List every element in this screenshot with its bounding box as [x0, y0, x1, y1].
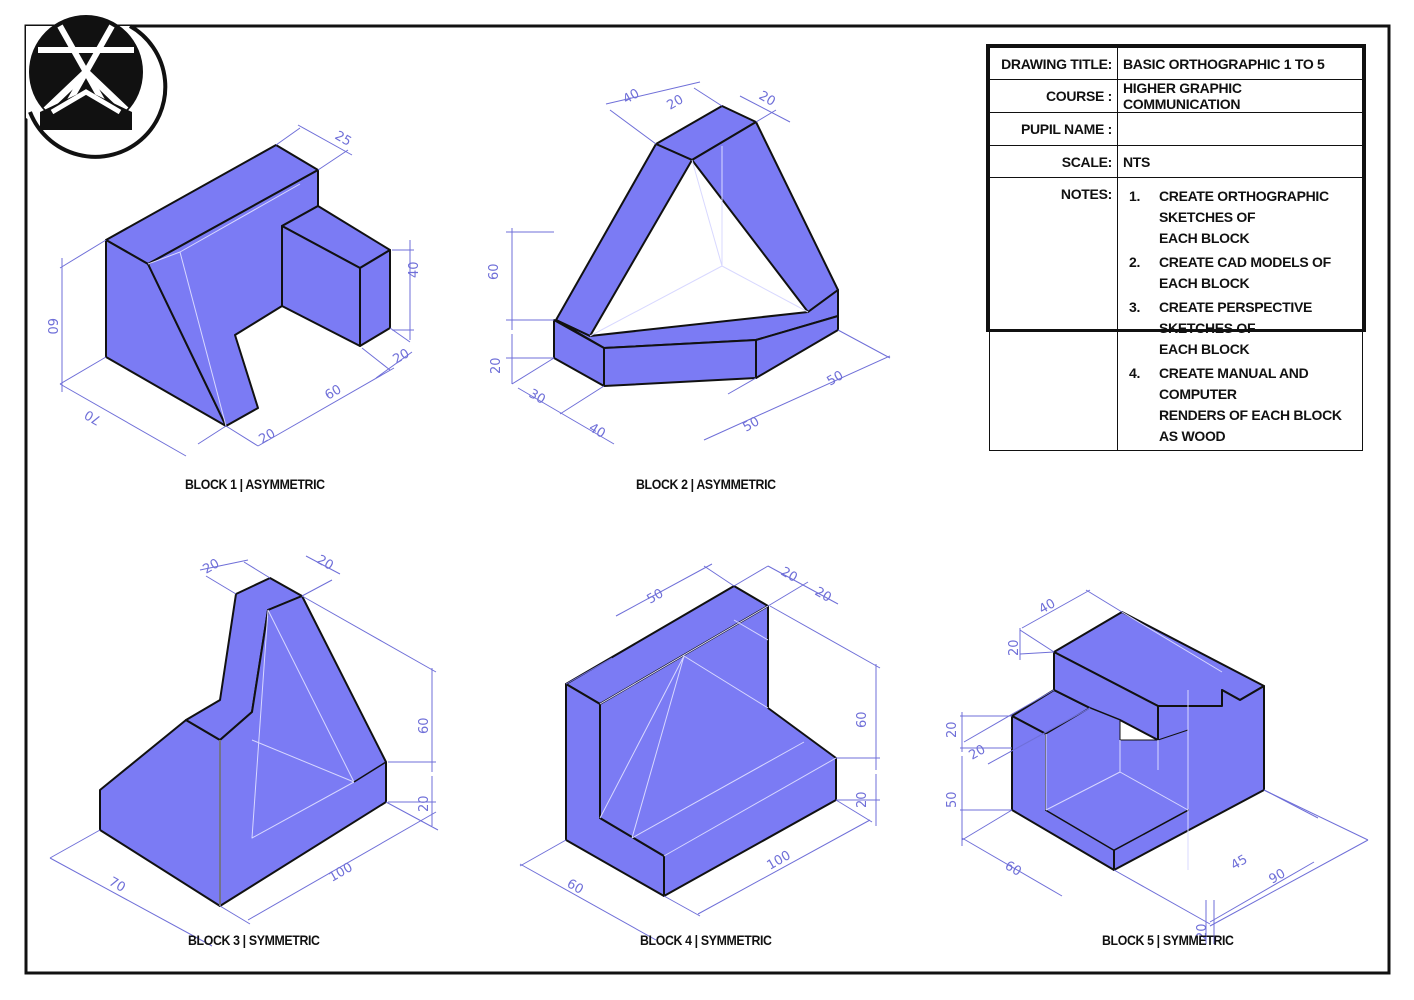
note-item: 4. CREATE MANUAL AND COMPUTER RENDERS OF E… — [1123, 363, 1357, 447]
b4-dim-60-bottom: 60 — [564, 876, 586, 897]
course-value: HIGHER GRAPHIC COMMUNICATION — [1117, 79, 1363, 113]
b2-dim-40-b: 40 — [586, 420, 608, 441]
block-4: 50 20 20 60 20 100 60 — [519, 563, 881, 941]
caption-block-4: BLOCK 4 | SYMMETRIC — [640, 932, 772, 948]
block-2-left-face — [555, 143, 693, 337]
block-5: 40 20 20 20 50 60 45 90 20 — [945, 589, 1369, 944]
notes-label: NOTES: — [989, 177, 1118, 451]
b5-dim-20-a: 20 — [1007, 639, 1022, 656]
caption-block-2: BLOCK 2 | ASYMMETRIC — [636, 476, 776, 492]
b1-dim-70: 70 — [82, 406, 104, 427]
b2-dim-40: 40 — [621, 86, 643, 107]
b2-dim-20-v: 20 — [489, 357, 504, 374]
b3-dim-70: 70 — [106, 874, 128, 895]
b5-dim-20-d: 20 — [1195, 923, 1210, 940]
b2-dim-30: 30 — [526, 386, 548, 407]
block-2: 40 20 20 60 20 30 40 50 50 — [487, 81, 891, 445]
caption-block-5: BLOCK 5 | SYMMETRIC — [1102, 932, 1234, 948]
block-1: 25 40 60 20 60 20 70 — [44, 124, 422, 457]
drawing-title-value: BASIC ORTHOGRAPHIC 1 TO 5 — [1117, 47, 1363, 80]
b1-dim-25: 25 — [332, 128, 354, 149]
note-text: CREATE PERSPECTIVE SKETCHES OF — [1159, 299, 1313, 336]
drawing-title-label: DRAWING TITLE: — [989, 47, 1118, 80]
course-label: COURSE : — [989, 79, 1118, 113]
scale-value: NTS — [1117, 145, 1363, 178]
b5-dim-60: 60 — [1002, 858, 1024, 879]
note-text: CREATE CAD MODELS OF EACH BLOCK — [1159, 254, 1331, 291]
logo-icon — [26, 15, 168, 159]
note-text: CREATE MANUAL AND COMPUTER — [1159, 365, 1309, 402]
b2-dim-20-a: 20 — [665, 92, 687, 113]
pupil-name-label: PUPIL NAME : — [989, 112, 1118, 146]
caption-block-3: BLOCK 3 | SYMMETRIC — [188, 932, 320, 948]
b2-dim-60: 60 — [487, 263, 502, 280]
b5-dim-40: 40 — [1037, 596, 1059, 617]
block-2-right-face — [691, 121, 839, 313]
b5-dim-20-b: 20 — [945, 721, 960, 738]
b4-dim-60: 60 — [855, 711, 870, 728]
block-5-inner — [1045, 707, 1189, 851]
note-text-cont: RENDERS OF EACH BLOCK AS WOOD — [1159, 407, 1342, 444]
b4-dim-50: 50 — [645, 586, 667, 607]
b3-dim-20-v: 20 — [417, 795, 432, 812]
note-text-cont: EACH BLOCK — [1159, 230, 1250, 246]
sheet-border — [24, 24, 1391, 975]
b5-dim-45: 45 — [1229, 852, 1251, 873]
block-3: 20 20 60 20 100 70 — [49, 552, 439, 947]
b2-dim-20-b: 20 — [756, 88, 778, 109]
b5-dim-90: 90 — [1267, 866, 1289, 887]
b1-dim-60-bottom: 60 — [323, 382, 345, 403]
b4-dim-20-b: 20 — [812, 584, 834, 605]
notes-list: 1. CREATE ORTHOGRAPHIC SKETCHES OF EACH BL… — [1117, 177, 1363, 451]
block-1-lug-side — [359, 249, 391, 347]
b1-dim-60: 60 — [44, 318, 59, 335]
note-number: 1. — [1129, 188, 1141, 204]
scale-label: SCALE: — [989, 145, 1118, 178]
b3-dim-20-a: 20 — [201, 556, 223, 577]
b4-dim-20-v: 20 — [855, 791, 870, 808]
note-item: 1. CREATE ORTHOGRAPHIC SKETCHES OF EACH BL… — [1123, 186, 1357, 249]
b3-dim-100: 100 — [327, 860, 356, 885]
b5-dim-20-c: 20 — [967, 742, 989, 763]
block-3-front-face — [219, 595, 387, 907]
b1-dim-40: 40 — [407, 261, 422, 278]
note-item: 3. CREATE PERSPECTIVE SKETCHES OF EACH BLO… — [1123, 297, 1357, 360]
b2-dim-50-b: 50 — [825, 368, 847, 389]
note-number: 4. — [1129, 365, 1141, 381]
b3-dim-60: 60 — [417, 717, 432, 734]
b4-dim-20-a: 20 — [778, 564, 800, 585]
note-number: 2. — [1129, 254, 1141, 270]
block-2-base-mid — [603, 339, 757, 387]
note-number: 3. — [1129, 299, 1141, 315]
title-block: DRAWING TITLE: BASIC ORTHOGRAPHIC 1 TO 5… — [986, 44, 1366, 451]
pupil-name-value — [1117, 112, 1363, 146]
note-text-cont: EACH BLOCK — [1159, 341, 1250, 357]
note-item: 2. CREATE CAD MODELS OF EACH BLOCK — [1123, 252, 1357, 294]
b2-dim-50-a: 50 — [741, 414, 763, 435]
note-text: CREATE ORTHOGRAPHIC SKETCHES OF — [1159, 188, 1329, 225]
b3-dim-20-b: 20 — [314, 552, 336, 573]
caption-block-1: BLOCK 1 | ASYMMETRIC — [185, 476, 325, 492]
b1-dim-20-bottom: 20 — [257, 426, 279, 447]
b1-dim-20-right: 20 — [391, 346, 413, 367]
b5-dim-50: 50 — [945, 791, 960, 808]
